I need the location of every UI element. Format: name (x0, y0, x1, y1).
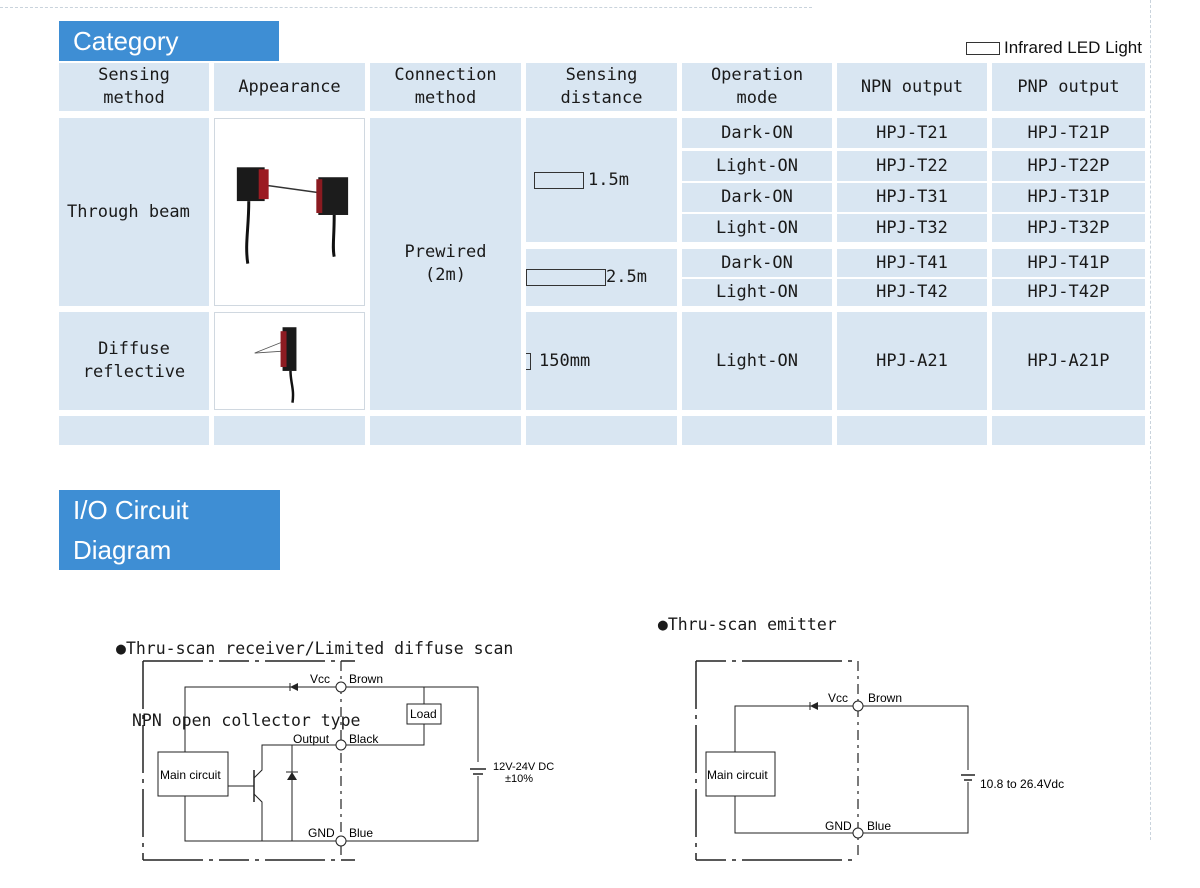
npn-open-collector-circuit: Vcc Brown Load Output Black Main circuit… (142, 660, 554, 861)
main-circuit-label: Main circuit (160, 768, 221, 782)
method-through-beam: Through beam (59, 118, 209, 306)
distance-150mm: 150mm (526, 312, 677, 410)
mode-row-2: Light-ON (682, 151, 832, 181)
pnp-row-6: HPJ-T42P (992, 279, 1145, 306)
npn-row-4: HPJ-T32 (837, 214, 987, 242)
through-beam-image (214, 118, 365, 306)
header-appearance: Appearance (214, 63, 365, 111)
range-bar-2-5m (526, 269, 606, 286)
blue-label: Blue (349, 826, 373, 840)
header-npn-output: NPN output (837, 63, 987, 111)
diffuse-sensor-illustration (254, 327, 297, 403)
vcc-label: Vcc (828, 691, 848, 705)
supply-label-line1: 12V-24V DC (493, 761, 554, 773)
npn-row-5: HPJ-T41 (837, 249, 987, 277)
connection-prewired: Prewired(2m) (370, 118, 521, 410)
vcc-label: Vcc (310, 672, 330, 686)
npn-row-7: HPJ-A21 (837, 312, 987, 410)
legend-label: Infrared LED Light (1004, 38, 1142, 57)
gnd-label: GND (825, 819, 852, 833)
empty-cell (837, 416, 987, 445)
gnd-label: GND (308, 826, 335, 840)
brown-label: Brown (868, 691, 902, 705)
right-diagram-caption: ●Thru-scan emitter (657, 615, 837, 634)
mode-row-1: Dark-ON (682, 118, 832, 148)
empty-cell (526, 416, 677, 445)
distance-2-5m: 2.5m (526, 249, 677, 306)
load-label: Load (410, 707, 437, 721)
io-circuit-title: I/O Circuit Diagram (59, 490, 280, 570)
empty-cell (59, 416, 209, 445)
right-dashed-rule (1150, 0, 1151, 840)
mode-row-7: Light-ON (682, 312, 832, 410)
npn-row-2: HPJ-T22 (837, 151, 987, 181)
supply-label: 10.8 to 26.4Vdc (980, 777, 1064, 791)
diffuse-image (214, 312, 365, 410)
mode-row-6: Light-ON (682, 279, 832, 306)
range-bar-1-5m (534, 171, 584, 189)
empty-cell (682, 416, 832, 445)
left-diagram-caption: ●Thru-scan receiver/Limited diffuse scan… (116, 639, 514, 730)
output-label: Output (293, 732, 330, 746)
category-title: Category (59, 21, 279, 61)
pnp-row-3: HPJ-T31P (992, 183, 1145, 212)
npn-row-3: HPJ-T31 (837, 183, 987, 212)
mode-row-4: Light-ON (682, 214, 832, 242)
thru-scan-emitter-circuit: Vcc Brown Main circuit 10.8 to 26.4Vdc G… (695, 660, 1064, 861)
through-beam-sensor-pair-illustration (236, 167, 349, 264)
main-circuit-label: Main circuit (707, 768, 768, 782)
blue-label: Blue (867, 819, 891, 833)
mode-row-5: Dark-ON (682, 249, 832, 277)
empty-cell (214, 416, 365, 445)
empty-cell (992, 416, 1145, 445)
mode-row-3: Dark-ON (682, 183, 832, 212)
distance-1-5m: 1.5m (526, 118, 677, 242)
pnp-row-1: HPJ-T21P (992, 118, 1145, 148)
legend: Infrared LED Light (966, 38, 1142, 58)
npn-row-6: HPJ-T42 (837, 279, 987, 306)
range-bar-150mm (526, 352, 531, 370)
supply-label-line2: ±10% (505, 773, 533, 785)
pnp-row-7: HPJ-A21P (992, 312, 1145, 410)
pnp-row-5: HPJ-T41P (992, 249, 1145, 277)
empty-cell (370, 416, 521, 445)
black-label: Black (349, 732, 379, 746)
legend-swatch (966, 41, 1000, 55)
pnp-row-4: HPJ-T32P (992, 214, 1145, 242)
top-dashed-rule (0, 7, 812, 8)
bullet-icon: ● (657, 615, 668, 634)
bullet-icon: ● (116, 639, 126, 658)
brown-label: Brown (349, 672, 383, 686)
header-pnp-output: PNP output (992, 63, 1145, 111)
pnp-row-2: HPJ-T22P (992, 151, 1145, 181)
npn-row-1: HPJ-T21 (837, 118, 987, 148)
